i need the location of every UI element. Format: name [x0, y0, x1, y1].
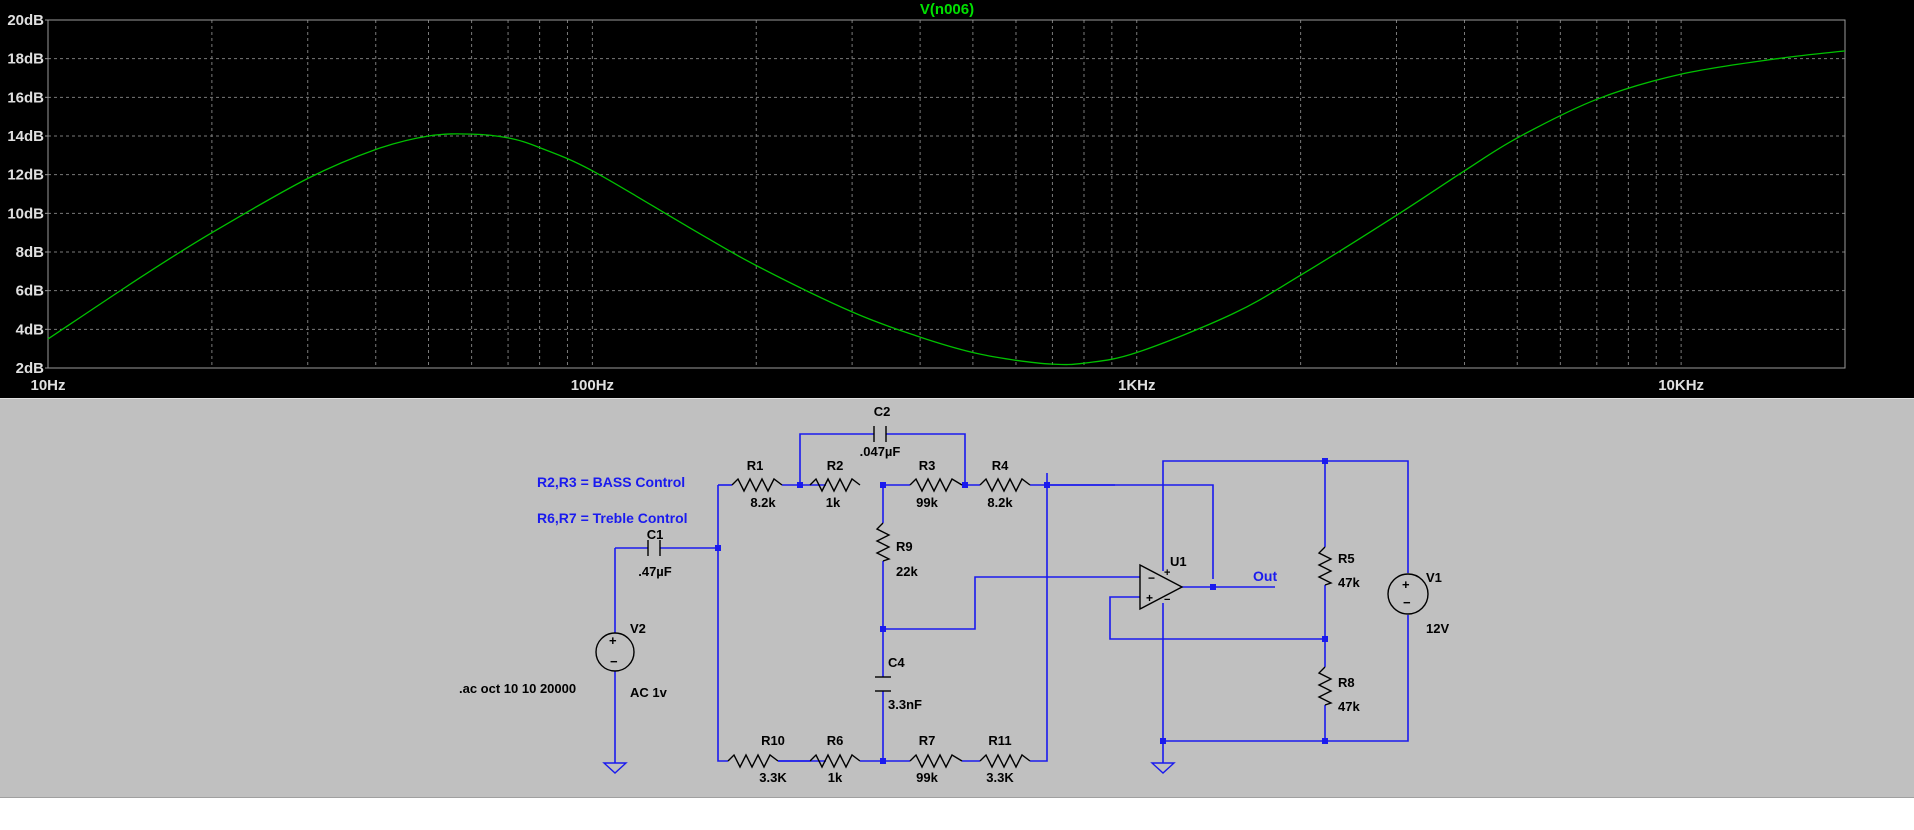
plot-grid: [48, 20, 1845, 368]
svg-text:R3: R3: [919, 458, 936, 473]
resistor-r11[interactable]: R11 3.3K: [979, 733, 1031, 785]
svg-text:R7: R7: [919, 733, 936, 748]
y-tick-label: 12dB: [7, 167, 44, 184]
svg-text:3.3nF: 3.3nF: [888, 697, 922, 712]
plot-frame: [47, 19, 1846, 369]
note-bass-control[interactable]: R2,R3 = BASS Control: [537, 474, 685, 490]
resistor-r5[interactable]: R5 47k: [1317, 546, 1360, 590]
svg-text:+: +: [1402, 577, 1410, 592]
svg-text:V1: V1: [1426, 570, 1442, 585]
y-tick-label: 2dB: [16, 360, 45, 377]
svg-text:−: −: [1403, 595, 1411, 610]
svg-text:R9: R9: [896, 539, 913, 554]
spice-directive-ac[interactable]: .ac oct 10 10 20000: [459, 681, 576, 696]
y-tick-label: 6dB: [16, 283, 45, 300]
resistor-r9[interactable]: R9 22k: [875, 522, 918, 579]
svg-text:+: +: [1146, 591, 1153, 605]
resistor-r10[interactable]: R10 3.3K: [727, 733, 787, 785]
y-axis-ticks: 20dB 18dB 16dB 14dB 12dB 10dB 8dB 6dB 4dB 2dB: [7, 12, 48, 377]
svg-text:AC 1v: AC 1v: [630, 685, 668, 700]
y-tick-label: 10dB: [7, 205, 44, 222]
svg-text:47k: 47k: [1338, 575, 1360, 590]
junction-nodes: [715, 458, 1328, 764]
svg-text:R8: R8: [1338, 675, 1355, 690]
ground-symbol: [602, 761, 628, 774]
schematic-canvas[interactable]: R1 8.2k R2 1k R3 99k R4 8.2k R10 3.3K R6…: [0, 399, 1914, 797]
svg-text:R4: R4: [992, 458, 1009, 473]
svg-text:1k: 1k: [826, 495, 841, 510]
svg-text:1k: 1k: [828, 770, 843, 785]
svg-text:U1: U1: [1170, 554, 1187, 569]
svg-text:R10: R10: [761, 733, 785, 748]
net-label-out[interactable]: Out: [1253, 568, 1277, 584]
svg-text:.047µF: .047µF: [860, 444, 901, 459]
svg-text:99k: 99k: [916, 770, 938, 785]
svg-text:−: −: [610, 654, 618, 669]
svg-text:V2: V2: [630, 621, 646, 636]
x-tick-label: 100Hz: [571, 377, 614, 394]
voltage-source-v2[interactable]: + − V2 AC 1v: [595, 621, 668, 700]
y-tick-label: 14dB: [7, 128, 44, 145]
waveform-plot-pane[interactable]: 20dB 18dB 16dB 14dB 12dB 10dB 8dB 6dB 4dB 2dB 10H…: [0, 0, 1914, 398]
x-tick-label: 10Hz: [30, 377, 65, 394]
svg-text:12V: 12V: [1426, 621, 1449, 636]
svg-text:.47µF: .47µF: [638, 564, 672, 579]
svg-text:+: +: [1164, 567, 1170, 579]
wires: [614, 433, 1409, 762]
svg-text:8.2k: 8.2k: [987, 495, 1013, 510]
svg-text:C1: C1: [647, 527, 664, 542]
svg-text:99k: 99k: [916, 495, 938, 510]
svg-text:C2: C2: [874, 404, 891, 419]
svg-text:22k: 22k: [896, 564, 918, 579]
svg-text:+: +: [609, 633, 617, 648]
svg-text:8.2k: 8.2k: [750, 495, 776, 510]
resistor-r4[interactable]: R4 8.2k: [979, 458, 1031, 510]
resistor-r6[interactable]: R6 1k: [778, 733, 861, 785]
x-axis-ticks: 10Hz 100Hz 1KHz 10KHz: [30, 377, 1704, 394]
svg-text:3.3K: 3.3K: [986, 770, 1014, 785]
svg-text:−: −: [1148, 571, 1155, 585]
trace-title[interactable]: V(n006): [920, 1, 974, 18]
resistor-r7[interactable]: R7 99k: [860, 733, 963, 785]
capacitor-c2[interactable]: C2 .047µF: [860, 404, 901, 459]
svg-text:R11: R11: [988, 733, 1011, 748]
svg-text:R6: R6: [827, 733, 844, 748]
capacitor-c1[interactable]: C1 .47µF: [638, 527, 672, 579]
svg-text:3.3K: 3.3K: [759, 770, 787, 785]
x-tick-label: 10KHz: [1658, 377, 1704, 394]
y-tick-label: 20dB: [7, 12, 44, 29]
resistor-r8[interactable]: R8 47k: [1317, 666, 1360, 714]
resistor-r1[interactable]: R1 8.2k: [731, 458, 783, 510]
y-tick-label: 8dB: [16, 244, 45, 261]
svg-text:R5: R5: [1338, 551, 1355, 566]
svg-text:−: −: [1164, 594, 1170, 606]
schematic-pane[interactable]: R1 8.2k R2 1k R3 99k R4 8.2k R10 3.3K R6…: [0, 398, 1914, 798]
capacitor-c4[interactable]: C4 3.3nF: [875, 655, 922, 712]
y-tick-label: 16dB: [7, 89, 44, 106]
svg-text:47k: 47k: [1338, 699, 1360, 714]
trace-v-n006: [47, 50, 1846, 366]
y-tick-label: 4dB: [16, 321, 45, 338]
voltage-source-v1[interactable]: + − V1 12V: [1387, 570, 1449, 636]
svg-text:R2: R2: [827, 458, 844, 473]
x-tick-label: 1KHz: [1118, 377, 1156, 394]
resistor-r2[interactable]: R2 1k: [809, 458, 861, 510]
ground-symbol: [1150, 761, 1176, 774]
y-tick-label: 18dB: [7, 51, 44, 68]
waveform-plot[interactable]: 20dB 18dB 16dB 14dB 12dB 10dB 8dB 6dB 4dB 2dB 10H…: [0, 0, 1914, 398]
opamp-u1[interactable]: − + + − U1: [1139, 554, 1187, 611]
svg-text:R1: R1: [747, 458, 764, 473]
svg-text:C4: C4: [888, 655, 905, 670]
note-treble-control[interactable]: R6,R7 = Treble Control: [537, 510, 688, 526]
resistor-r3[interactable]: R3 99k: [909, 458, 963, 510]
